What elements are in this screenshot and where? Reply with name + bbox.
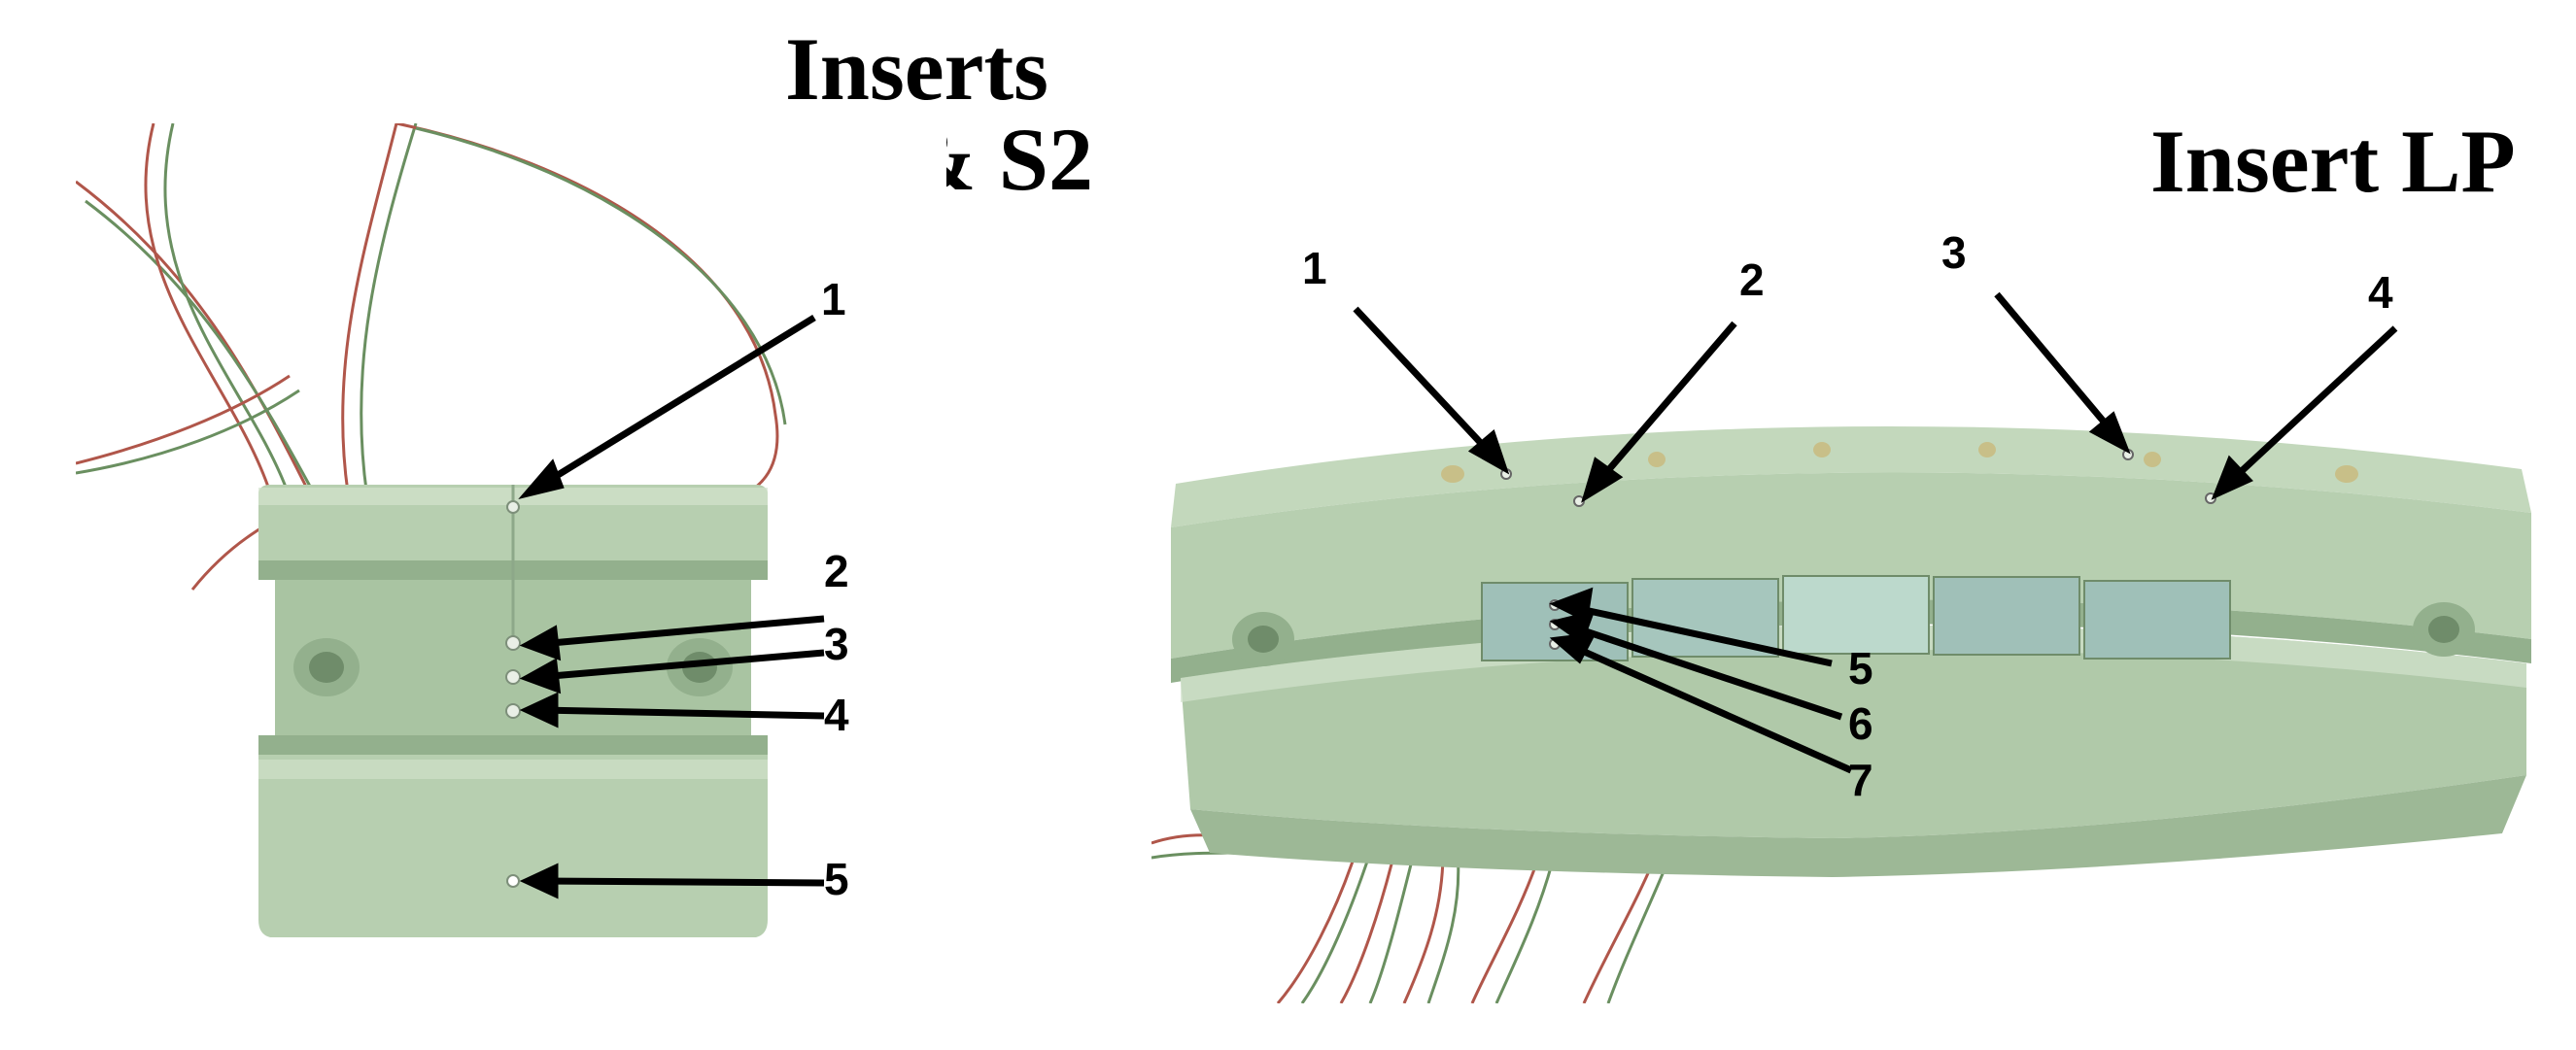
wires-left xyxy=(76,123,787,591)
insert-s1-s2-photo xyxy=(76,123,946,1003)
callout-left-1: 1 xyxy=(821,274,846,324)
callout-right-7: 7 xyxy=(1848,755,1873,805)
callout-left-4: 4 xyxy=(824,690,849,740)
arrows-right xyxy=(1353,291,2398,774)
wires-right xyxy=(1151,833,1673,1003)
title-inserts: Inserts xyxy=(785,19,1048,119)
arrows-left xyxy=(518,315,825,899)
callout-left-3: 3 xyxy=(824,619,849,669)
callout-left-2: 2 xyxy=(824,546,849,596)
callout-right-4: 4 xyxy=(2368,267,2393,318)
callout-right-2: 2 xyxy=(1739,254,1765,305)
callout-right-6: 6 xyxy=(1848,698,1873,749)
sensor-pads xyxy=(1481,575,2231,661)
insert-lp-body xyxy=(1171,425,2531,877)
insert-lp-photo xyxy=(1151,231,2541,1003)
callout-left-5: 5 xyxy=(824,854,849,904)
callout-right-3: 3 xyxy=(1941,227,1967,278)
callout-right-5: 5 xyxy=(1848,643,1873,694)
callout-right-1: 1 xyxy=(1302,243,1327,293)
title-insert-lp: Insert LP xyxy=(2150,112,2516,211)
